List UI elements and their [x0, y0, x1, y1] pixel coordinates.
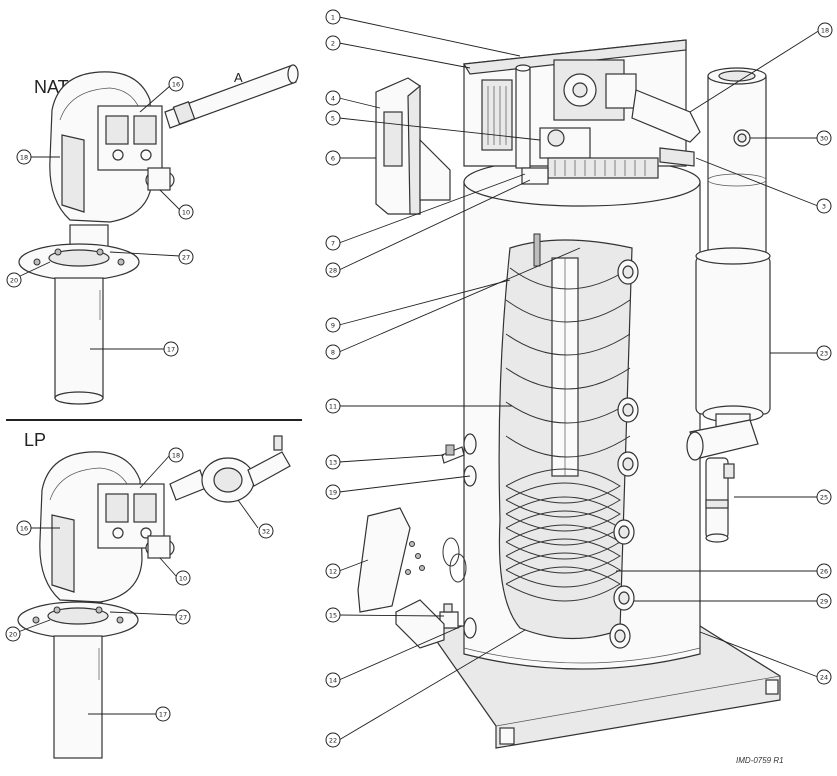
nat-callout-27: 27	[178, 249, 194, 265]
callout-22: 22	[325, 732, 341, 748]
lp-section-label: LP	[24, 430, 46, 450]
document-code: IMD-0759 R1	[736, 756, 784, 765]
svg-text:17: 17	[167, 346, 175, 354]
svg-text:24: 24	[820, 674, 828, 682]
callout-14: 14	[325, 672, 341, 688]
svg-text:19: 19	[329, 489, 337, 497]
nat-burner-tube	[54, 277, 104, 399]
callout-9: 9	[325, 317, 341, 333]
exhaust-elbow	[631, 89, 701, 143]
callout-29: 29	[816, 593, 832, 609]
svg-text:18: 18	[821, 27, 829, 35]
callout-12: 12	[325, 563, 341, 579]
callout-8: 8	[325, 344, 341, 360]
callout-26: 26	[816, 563, 832, 579]
callout-3: 3	[816, 198, 832, 214]
svg-text:15: 15	[329, 612, 337, 620]
callout-6: 6	[325, 150, 341, 166]
lp-assembly: LP 18 16 32 10	[5, 430, 291, 759]
svg-text:26: 26	[820, 568, 828, 576]
lp-callout-27: 27	[175, 609, 191, 625]
svg-text:18: 18	[172, 452, 180, 460]
vent-silencer	[695, 255, 771, 415]
nat-assembly: NAT A 16 18	[6, 64, 299, 405]
callout-19: 19	[325, 484, 341, 500]
svg-text:13: 13	[329, 459, 337, 467]
svg-text:17: 17	[159, 711, 167, 719]
svg-text:16: 16	[20, 525, 28, 533]
tank-fittings	[463, 259, 639, 649]
svg-text:4: 4	[331, 95, 335, 103]
lp-callout-17: 17	[155, 706, 171, 722]
vent-pipe	[707, 75, 767, 257]
lp-callout-10: 10	[175, 570, 191, 586]
water-heater-main: IMD-0759 R1	[357, 39, 784, 765]
main-callouts: 1 2 4 5 6 7 28 9 8 11 13 19 12 15 14 22 …	[325, 9, 833, 748]
callout-30: 30	[816, 130, 832, 146]
callout-11: 11	[325, 398, 341, 414]
svg-text:22: 22	[329, 737, 337, 745]
svg-text:5: 5	[331, 115, 335, 123]
svg-text:25: 25	[820, 494, 828, 502]
lp-callout-16: 16	[16, 520, 32, 536]
svg-text:29: 29	[820, 598, 828, 606]
lp-callout-18: 18	[168, 447, 184, 463]
lp-burner-tube	[53, 635, 103, 759]
nat-callout-16: 16	[168, 76, 184, 92]
lp-callout-20: 20	[5, 626, 21, 642]
mounting-bracket	[395, 599, 445, 649]
svg-text:9: 9	[331, 322, 335, 330]
svg-text:27: 27	[179, 614, 187, 622]
svg-text:20: 20	[9, 631, 17, 639]
callout-25: 25	[816, 489, 832, 505]
nat-callout-10: 10	[178, 204, 194, 220]
lp-callout-32: 32	[258, 523, 274, 539]
svg-text:23: 23	[820, 350, 828, 358]
callout-28: 28	[325, 262, 341, 278]
svg-text:10: 10	[179, 575, 187, 583]
svg-text:27: 27	[182, 254, 190, 262]
callout-4: 4	[325, 90, 341, 106]
nat-callout-20: 20	[6, 272, 22, 288]
svg-text:8: 8	[331, 349, 335, 357]
nat-callout-18: 18	[16, 149, 32, 165]
svg-text:6: 6	[331, 155, 335, 163]
callout-13: 13	[325, 454, 341, 470]
svg-text:32: 32	[262, 528, 270, 536]
svg-text:11: 11	[329, 403, 337, 411]
callout-18: 18	[817, 22, 833, 38]
nat-callout-letter: A	[234, 70, 243, 85]
nat-callout-17: 17	[163, 341, 179, 357]
svg-text:20: 20	[10, 277, 18, 285]
svg-text:28: 28	[329, 267, 337, 275]
callout-23: 23	[816, 345, 832, 361]
svg-text:18: 18	[20, 154, 28, 162]
callout-1: 1	[325, 9, 341, 25]
svg-text:3: 3	[822, 203, 826, 211]
callout-2: 2	[325, 35, 341, 51]
callout-7: 7	[325, 235, 341, 251]
svg-text:12: 12	[329, 568, 337, 576]
callout-24: 24	[816, 669, 832, 685]
access-panel	[357, 507, 411, 613]
svg-text:30: 30	[820, 135, 828, 143]
svg-text:10: 10	[182, 209, 190, 217]
svg-text:7: 7	[331, 240, 335, 248]
callout-5: 5	[325, 110, 341, 126]
callout-15: 15	[325, 607, 341, 623]
svg-text:14: 14	[329, 677, 337, 685]
svg-text:2: 2	[331, 40, 335, 48]
svg-text:1: 1	[331, 14, 335, 22]
svg-text:16: 16	[172, 81, 180, 89]
terminal-strip	[547, 157, 659, 179]
